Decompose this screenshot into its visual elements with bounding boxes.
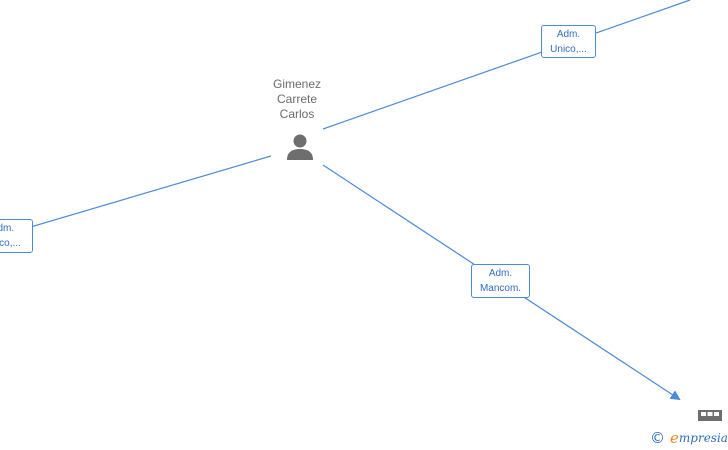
relation-label-top-line-2: Unico,... (550, 44, 587, 55)
copyright-symbol: © (650, 429, 665, 447)
company-icon[interactable] (698, 408, 722, 421)
person-icon[interactable] (284, 131, 316, 163)
person-name-line-1: Gimenez (272, 77, 322, 91)
relation-label-top[interactable]: Adm. Unico,... (541, 25, 596, 58)
relation-label-mid-line-2: Mancom. (479, 283, 522, 294)
brand-logo: © e mpresia (650, 429, 728, 447)
relation-label-mid[interactable]: Adm. Mancom. (471, 264, 530, 298)
brand-initial: e (670, 429, 679, 447)
edge-to-top-company (322, 0, 691, 130)
relation-label-left-line-2: Unico,... (0, 238, 21, 249)
relation-label-top-line-1: Adm. (556, 29, 581, 40)
relation-label-left-line-1: Adm. (0, 223, 15, 234)
relation-label-left[interactable]: Adm. Unico,... (0, 219, 33, 253)
person-name[interactable]: Gimenez Carrete Carlos (255, 77, 339, 122)
edge-to-left-company (0, 155, 272, 237)
person-name-line-3: Carlos (279, 107, 315, 121)
brand-name: mpresia (678, 431, 728, 445)
person-name-line-2: Carrete (276, 92, 317, 106)
relation-label-mid-line-1: Adm. (488, 268, 513, 279)
